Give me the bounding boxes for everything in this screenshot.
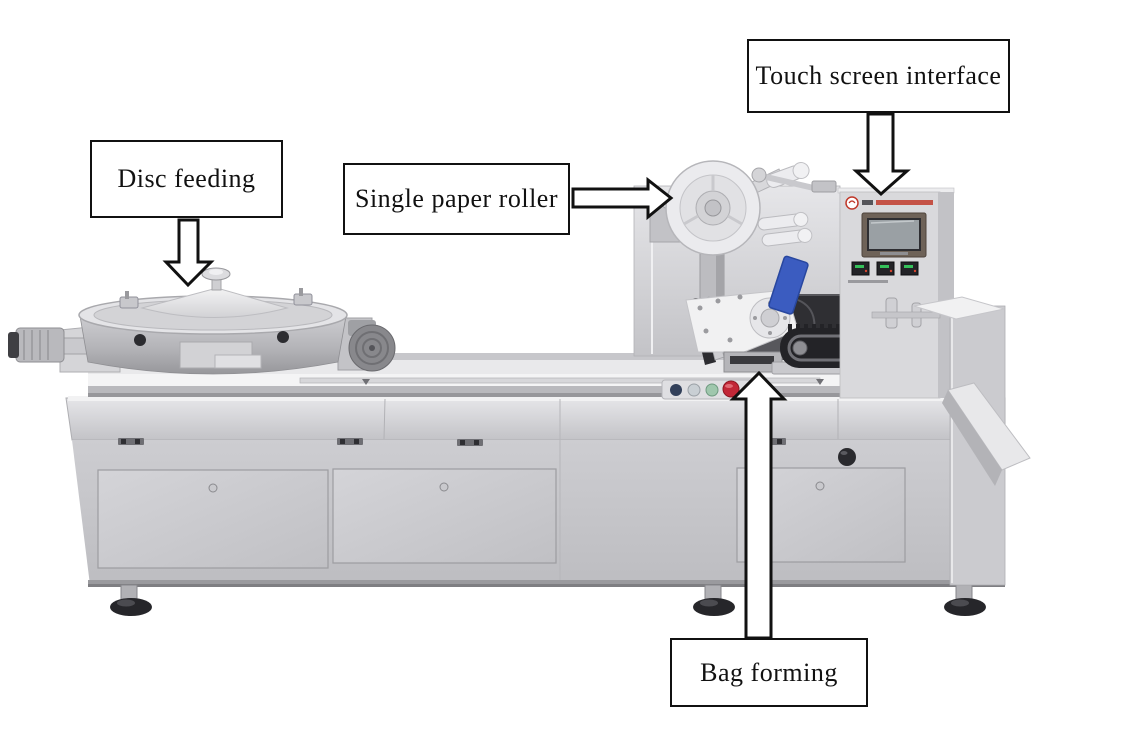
sensor-box-blue <box>768 255 809 315</box>
cabinet-door-middle <box>332 468 557 564</box>
door-latches <box>118 438 786 446</box>
discharge-posts <box>871 297 941 329</box>
brand-plate <box>845 196 933 210</box>
start-button-icon <box>705 383 719 397</box>
discharge-chute <box>942 382 1031 486</box>
touch-screen-arrow <box>852 112 911 197</box>
crank-handle-icon <box>751 167 837 193</box>
pan-knob-icon <box>134 334 146 346</box>
bag-forming-arrow <box>729 370 788 640</box>
callout-touch-screen-interface-label: Touch screen interface <box>755 61 1002 90</box>
touch-screen <box>861 212 927 258</box>
foot-icon <box>944 584 986 616</box>
selector-knob-icon <box>670 384 682 396</box>
callout-bag-forming-label: Bag forming <box>700 657 838 687</box>
door-lock-icon <box>815 481 825 491</box>
touch-screen-display <box>867 218 921 251</box>
disc-feeding-arrow <box>162 218 215 288</box>
callout-touch-screen-interface: Touch screen interface <box>747 39 1010 113</box>
disc-feeder <box>8 267 396 375</box>
pan-lid <box>140 267 289 318</box>
foot-icon <box>110 584 152 616</box>
former-bracket <box>685 255 816 373</box>
temp-controller-icon <box>851 261 870 276</box>
callout-disc-feeding: Disc feeding <box>90 140 283 218</box>
temp-controller-icon <box>876 261 895 276</box>
foot-icon <box>693 584 735 616</box>
guide-roller-icon <box>757 211 809 231</box>
guide-roller-icon <box>761 227 813 247</box>
callout-single-paper-roller-label: Single paper roller <box>355 184 558 213</box>
temp-controller-icon <box>900 261 919 276</box>
rim-clamp-icon <box>119 291 139 309</box>
adjustable-feet <box>110 584 986 616</box>
door-lock-icon <box>439 482 449 492</box>
pan-knob-icon <box>277 331 289 343</box>
brand-logo-icon <box>845 196 859 210</box>
callout-single-paper-roller: Single paper roller <box>343 163 570 235</box>
push-button-icon <box>687 383 701 397</box>
door-lock-icon <box>208 483 218 493</box>
single-paper-roller-arrow <box>571 176 674 221</box>
temperature-controllers <box>851 261 919 276</box>
rim-clamp-icon <box>293 288 313 306</box>
discharge-side <box>913 296 1031 586</box>
cabinet-door-left <box>97 469 329 569</box>
callout-bag-forming: Bag forming <box>670 638 868 707</box>
pan-outlet-tray <box>214 354 262 369</box>
callout-disc-feeding-label: Disc feeding <box>117 164 256 193</box>
control-cabinet <box>837 187 955 466</box>
